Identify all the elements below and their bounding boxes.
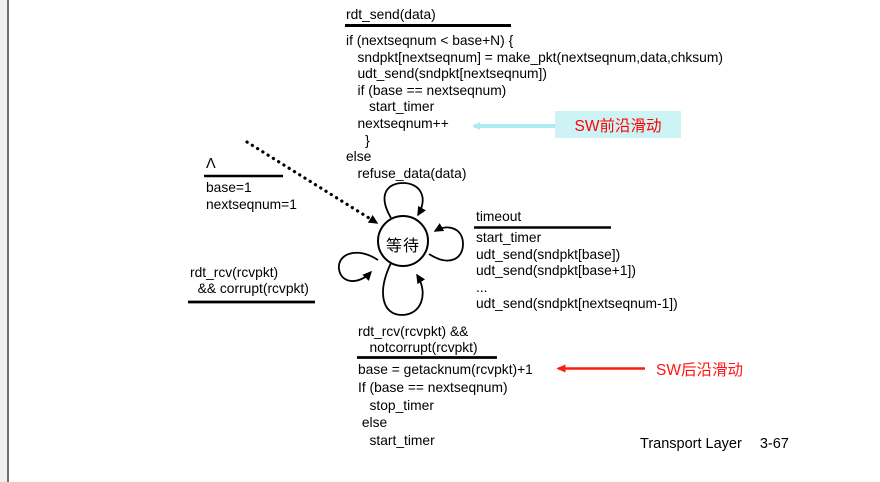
- code-line: rdt_rcv(rcvpkt): [190, 265, 279, 280]
- init-event-label: Λ: [206, 156, 216, 172]
- code-line: start_timer: [358, 433, 435, 449]
- front-slide-callout: SW前沿滑动: [555, 111, 681, 138]
- code-line: udt_send(sndpkt[nextseqnum-1]): [476, 296, 678, 312]
- init-actions-block: base=1 nextseqnum=1: [206, 179, 297, 213]
- state-wait-label: 等待: [385, 238, 420, 255]
- page-left-margin: [0, 0, 9, 482]
- slide-footer: Transport Layer 3-67: [640, 436, 789, 452]
- send-actions-block: if (nextseqnum < base+N) { sndpkt[nextse…: [346, 33, 723, 182]
- code-line: udt_send(sndpkt[nextseqnum]): [346, 66, 547, 82]
- code-line: notcorrupt(rcvpkt): [358, 340, 478, 356]
- code-line: sndpkt[nextseqnum] = make_pkt(nextseqnum…: [346, 49, 723, 65]
- self-loop-bottom: [382, 262, 426, 316]
- code-line: else: [358, 415, 388, 431]
- code-line: udt_send(sndpkt[base+1]): [476, 263, 636, 279]
- code-line: base=1: [206, 180, 252, 195]
- code-line: nextseqnum++: [346, 115, 449, 131]
- corrupt-event-block: rdt_rcv(rcvpkt) && corrupt(rcvpkt): [190, 265, 309, 298]
- state-circle: [377, 215, 429, 267]
- ack-event-block: rdt_rcv(rcvpkt) && notcorrupt(rcvpkt): [358, 324, 478, 357]
- footer-section-label: Transport Layer: [640, 436, 742, 452]
- code-line: rdt_rcv(rcvpkt) &&: [358, 324, 469, 339]
- code-line: base = getacknum(rcvpkt)+1: [358, 362, 533, 377]
- ack-actions-block: base = getacknum(rcvpkt)+1 If (base == n…: [358, 361, 533, 450]
- code-line: nextseqnum=1: [206, 197, 297, 212]
- back-slide-label: SW后沿滑动: [656, 362, 743, 379]
- code-line: && corrupt(rcvpkt): [190, 281, 309, 297]
- init-dotted-arrow: [245, 140, 379, 225]
- footer-page-number: 3-67: [759, 436, 789, 452]
- code-line: refuse_data(data): [346, 165, 467, 181]
- code-line: else: [346, 149, 372, 165]
- code-line: If (base == nextseqnum): [358, 379, 508, 395]
- code-line: if (base == nextseqnum): [346, 82, 507, 98]
- self-loop-left: [338, 251, 379, 282]
- code-line: udt_send(sndpkt[base]): [476, 246, 621, 262]
- self-loop-top: [383, 182, 426, 219]
- rdt-send-event-label: rdt_send(data): [346, 7, 436, 22]
- code-line: start_timer: [476, 230, 542, 245]
- code-line: start_timer: [346, 99, 435, 115]
- timeout-actions-block: start_timer udt_send(sndpkt[base]) udt_s…: [476, 230, 678, 313]
- code-line: if (nextseqnum < base+N) {: [346, 33, 514, 48]
- timeout-event-label: timeout: [476, 209, 522, 224]
- code-line: }: [346, 132, 370, 148]
- code-line: stop_timer: [358, 397, 434, 413]
- code-line: ...: [476, 279, 488, 295]
- self-loop-right: [428, 223, 464, 262]
- front-slide-label: SW前沿滑动: [574, 117, 662, 135]
